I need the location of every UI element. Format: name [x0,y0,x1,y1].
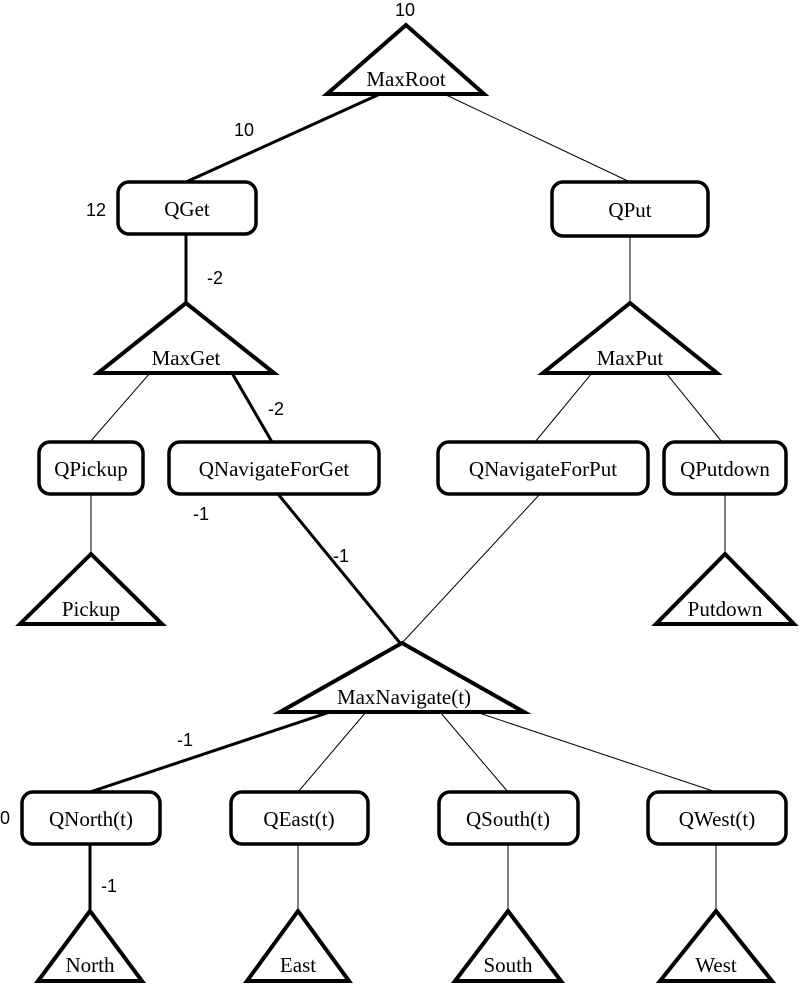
qwest-label: QWest(t) [679,807,755,831]
edge-maxget-qpickup [89,372,151,443]
qnavigateforget-value: -1 [193,504,209,524]
q-node-qeast: QEast(t) [229,790,370,846]
edge-maxnavigate-qeast [297,711,367,793]
primitive-node-putdown: Putdown [651,551,799,626]
maxget-qnavigateforget-edge-value: -2 [268,399,284,419]
qnorth-north-edge-value: -1 [101,876,117,896]
primitive-node-west: West [655,907,777,983]
root-qget-edge-value: 10 [234,120,254,140]
edge-maxnavigate-qwest [475,711,717,793]
q-node-qnavigateforput: QNavigateForPut [436,440,650,496]
south-label: South [483,953,533,977]
qget-label: QGet [164,197,210,221]
q-node-qnorth: QNorth(t) [20,790,162,846]
edge-maxnavigate-qsouth [439,711,509,793]
edge-maxroot-qget [185,92,381,184]
qsouth-label: QSouth(t) [466,807,550,831]
maxnavigate-qnorth-edge-value: -1 [177,730,193,750]
q-node-qnavigateforget: QNavigateForGet [167,440,381,496]
qnavigateforget-maxnavigate-edge-value: -1 [333,546,349,566]
qpickup-label: QPickup [54,457,128,481]
east-label: East [280,953,316,977]
maxget-label: MaxGet [152,346,221,370]
max-node-maxroot: MaxRoot [321,22,490,96]
edge-qnavigateforget-maxnavigate [276,493,402,644]
north-label: North [66,953,115,977]
edge-maxput-qnavigateforput [534,372,593,443]
value-labels: 10 10 12 -2 -2 -1 -1 -1 0 -1 [0,0,415,896]
q-node-qsouth: QSouth(t) [437,790,580,846]
qeast-label: QEast(t) [263,807,334,831]
maxroot-value: 10 [395,0,415,20]
west-label: West [695,953,737,977]
max-node-maxput: MaxPut [537,300,723,375]
q-node-qwest: QWest(t) [646,790,788,846]
primitive-node-east: East [243,907,353,983]
maxput-label: MaxPut [597,346,664,370]
qput-label: QPut [608,198,651,222]
primitive-node-pickup: Pickup [15,551,167,626]
pickup-label: Pickup [62,597,120,621]
qnorth-label: QNorth(t) [49,807,133,831]
qnorth-value: 0 [0,808,10,828]
qget-value: 12 [86,200,106,220]
max-node-maxnavigate: MaxNavigate(t) [272,640,532,714]
qnavigateforget-label: QNavigateForGet [199,457,350,481]
primitive-node-south: South [450,907,566,983]
qget-maxget-edge-value: -2 [207,268,223,288]
q-node-qpickup: QPickup [37,440,145,496]
max-node-maxget: MaxGet [92,300,280,375]
q-node-qput: QPut [550,180,710,238]
edge-maxput-qputdown [665,372,723,443]
edge-qnavigateforput-maxnavigate [401,493,541,644]
qputdown-label: QPutdown [680,457,770,481]
q-node-qget: QGet [116,180,258,236]
putdown-label: Putdown [688,597,763,621]
edges [88,92,726,911]
edge-maxnavigate-qnorth [89,710,331,794]
edge-maxroot-qput [443,93,631,183]
qnavigateforput-label: QNavigateForPut [469,457,617,481]
edge-maxget-qnavigateforget [230,372,274,443]
maxroot-label: MaxRoot [366,67,446,91]
maxnavigate-label: MaxNavigate(t) [337,685,471,709]
primitive-node-north: North [34,907,146,983]
q-node-qputdown: QPutdown [662,440,788,496]
